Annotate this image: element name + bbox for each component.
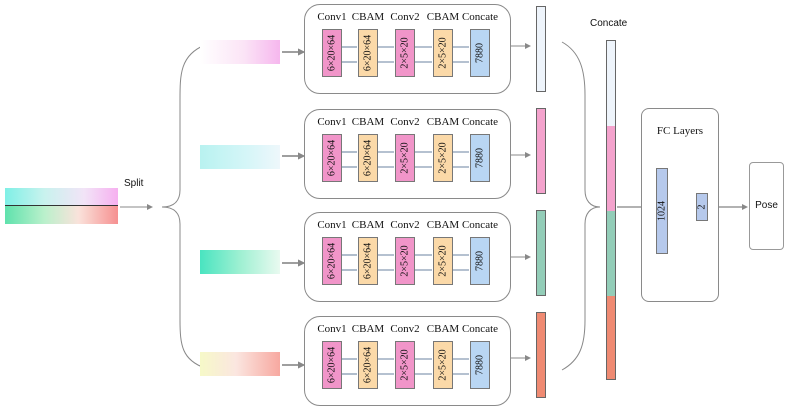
branch-2-header-3: Conv2 — [390, 116, 420, 128]
branch-1-block-5: 7880 — [470, 29, 490, 77]
concat-label: Concate — [590, 18, 628, 29]
branch-4-block-4: 2×5×20 — [433, 341, 453, 389]
branch-3-header-2: CBAM — [351, 219, 385, 231]
input-flow-image — [5, 188, 118, 224]
branch-4-block-5: 7880 — [470, 341, 490, 389]
branch-4-header-2: CBAM — [351, 323, 385, 335]
branch-connectors — [341, 254, 469, 271]
fc-block-1024-label: 1024 — [656, 201, 668, 221]
branch-2-block-5: 7880 — [470, 134, 490, 182]
branch-3-block-4: 2×5×20 — [433, 237, 453, 285]
branch-2-header-4: CBAM — [426, 116, 460, 128]
concat-vector — [606, 40, 616, 380]
branch-4-block-4-label: 2×5×20 — [437, 349, 449, 381]
fc-block-2-label: 2 — [696, 204, 708, 210]
branch-2-header-5: Concate — [461, 116, 499, 128]
branch-4-block-2-label: 6×20×64 — [362, 346, 374, 384]
branch-3-block-2-label: 6×20×64 — [362, 242, 374, 280]
branch-3-block-3-label: 2×5×20 — [399, 245, 411, 277]
branch-2-block-4-label: 2×5×20 — [437, 142, 449, 174]
branch-2-header-1: Conv1 — [317, 116, 347, 128]
branch-4-header-1: Conv1 — [317, 323, 347, 335]
branch-1-block-2-label: 6×20×64 — [362, 34, 374, 72]
branch-vector-2 — [536, 108, 546, 194]
branch-1-header-2: CBAM — [351, 11, 385, 23]
branch-3-header-1: Conv1 — [317, 219, 347, 231]
branch-1-header-1: Conv1 — [317, 11, 347, 23]
branch-1-block-1: 6×20×64 — [322, 29, 342, 77]
branch-2-block-2-label: 6×20×64 — [362, 139, 374, 177]
branch-2-block-4: 2×5×20 — [433, 134, 453, 182]
fc-title: FC Layers — [656, 125, 704, 137]
branch-4-block-1: 6×20×64 — [322, 341, 342, 389]
split-image-1 — [200, 40, 280, 64]
branch-2-block-1: 6×20×64 — [322, 134, 342, 182]
branch-vector-3 — [536, 210, 546, 296]
branch-3-block-1-label: 6×20×64 — [326, 242, 338, 280]
branch-3-block-5-label: 7880 — [474, 251, 486, 271]
fc-block-2: 2 — [696, 193, 708, 221]
branch-1-block-1-label: 6×20×64 — [326, 34, 338, 72]
branch-1-block-4: 2×5×20 — [433, 29, 453, 77]
fc-block-1024: 1024 — [656, 168, 668, 254]
branch-4-block-2: 6×20×64 — [358, 341, 378, 389]
branch-3-header-4: CBAM — [426, 219, 460, 231]
branch-1-header-5: Concate — [461, 11, 499, 23]
branch-panel-3: Conv1 6×20×64 CBAM 6×20×64 Conv2 2×5×20 CBAM 2×… — [304, 212, 511, 302]
branch-2-block-5-label: 7880 — [474, 148, 486, 168]
branch-3-block-4-label: 2×5×20 — [437, 245, 449, 277]
branch-3-block-5: 7880 — [470, 237, 490, 285]
branch-2-block-2: 6×20×64 — [358, 134, 378, 182]
branch-1-block-5-label: 7880 — [474, 43, 486, 63]
branch-connectors — [341, 46, 469, 63]
split-image-3 — [200, 250, 280, 274]
branch-3-block-3: 2×5×20 — [395, 237, 415, 285]
branch-panel-1: Conv1 6×20×64 CBAM 6×20×64 Conv2 2×5×20 CBAM 2×… — [304, 4, 511, 94]
branch-3-header-5: Concate — [461, 219, 499, 231]
split-image-2 — [200, 145, 280, 169]
branch-2-header-2: CBAM — [351, 116, 385, 128]
branch-2-block-3: 2×5×20 — [395, 134, 415, 182]
branch-panel-2: Conv1 6×20×64 CBAM 6×20×64 Conv2 2×5×20 CBAM 2×… — [304, 109, 511, 199]
branch-4-block-1-label: 6×20×64 — [326, 346, 338, 384]
branch-vector-1 — [536, 6, 546, 92]
branch-4-block-3: 2×5×20 — [395, 341, 415, 389]
branch-3-block-1: 6×20×64 — [322, 237, 342, 285]
branch-1-header-4: CBAM — [426, 11, 460, 23]
pose-output-box: Pose — [749, 162, 784, 250]
branch-1-block-3-label: 2×5×20 — [399, 37, 411, 69]
branch-4-block-3-label: 2×5×20 — [399, 349, 411, 381]
split-image-4 — [200, 352, 280, 376]
branch-4-header-3: Conv2 — [390, 323, 420, 335]
branch-4-header-5: Concate — [461, 323, 499, 335]
split-label: Split — [124, 178, 144, 189]
branch-4-header-4: CBAM — [426, 323, 460, 335]
branch-3-header-3: Conv2 — [390, 219, 420, 231]
pose-label: Pose — [755, 200, 778, 211]
branch-2-block-3-label: 2×5×20 — [399, 142, 411, 174]
branch-1-block-3: 2×5×20 — [395, 29, 415, 77]
branch-panel-4: Conv1 6×20×64 CBAM 6×20×64 Conv2 2×5×20 CBAM 2×… — [304, 316, 511, 406]
branch-connectors — [341, 151, 469, 168]
branch-connectors — [341, 358, 469, 375]
branch-1-block-4-label: 2×5×20 — [437, 37, 449, 69]
branch-3-block-2: 6×20×64 — [358, 237, 378, 285]
branch-vector-4 — [536, 312, 546, 398]
branch-4-block-5-label: 7880 — [474, 355, 486, 375]
branch-1-header-3: Conv2 — [390, 11, 420, 23]
branch-1-block-2: 6×20×64 — [358, 29, 378, 77]
branch-2-block-1-label: 6×20×64 — [326, 139, 338, 177]
